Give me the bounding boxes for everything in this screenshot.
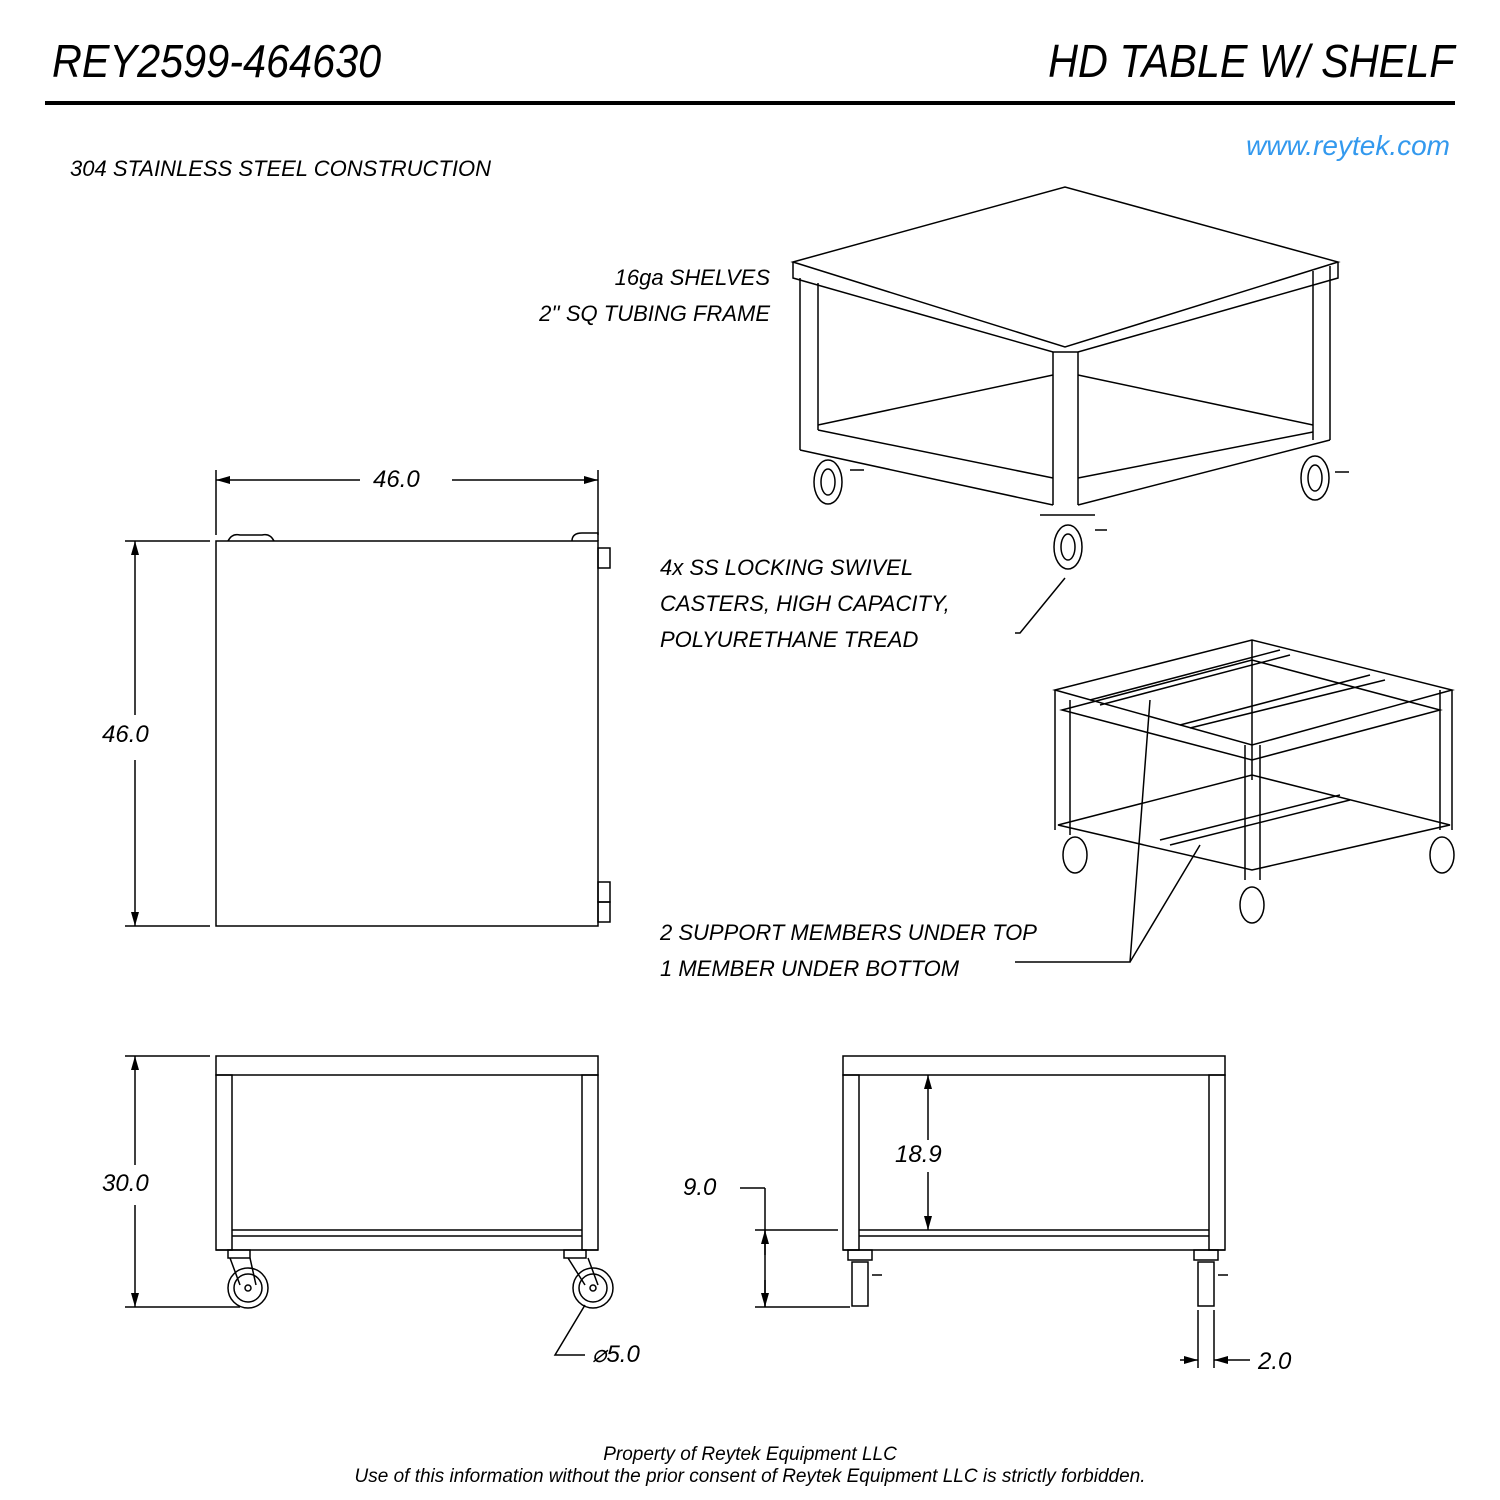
top-view — [125, 470, 611, 927]
side-view — [740, 1055, 1250, 1368]
casters-note-line2: CASTERS, HIGH CAPACITY, — [660, 591, 950, 616]
front-view — [125, 1055, 614, 1356]
material-note: 304 STAINLESS STEEL CONSTRUCTION — [70, 156, 491, 181]
dim-height: 30.0 — [102, 1170, 149, 1197]
dim-caster-diameter-value: 5.0 — [606, 1341, 640, 1368]
isometric-table — [790, 186, 1349, 634]
drawing-title: HD TABLE W/ SHELF — [1048, 35, 1455, 87]
isometric-frame — [1015, 639, 1455, 963]
footer-disclaimer: Use of this information without the prio… — [354, 1466, 1146, 1487]
dim-top-depth: 46.0 — [102, 721, 149, 748]
casters-note-line3: POLYURETHANE TREAD — [660, 627, 919, 652]
shelves-note: 16ga SHELVES — [614, 265, 770, 290]
dim-caster-width: 2.0 — [1258, 1348, 1292, 1375]
dim-shelf-clearance: 18.9 — [895, 1141, 942, 1168]
casters-note-line1: 4x SS LOCKING SWIVEL — [660, 555, 914, 580]
part-number: REY2599-464630 — [52, 35, 382, 87]
supports-note-line2: 1 MEMBER UNDER BOTTOM — [660, 956, 960, 981]
dim-top-width: 46.0 — [373, 466, 420, 493]
frame-note: 2'' SQ TUBING FRAME — [539, 301, 770, 326]
diameter-symbol: ⌀ — [592, 1341, 607, 1368]
dim-shelf-height: 9.0 — [683, 1174, 717, 1201]
footer-property: Property of Reytek Equipment LLC — [603, 1444, 897, 1465]
dim-caster-diameter: ⌀5.0 — [592, 1343, 640, 1367]
website-link[interactable]: www.reytek.com — [1246, 130, 1450, 161]
supports-note-line1: 2 SUPPORT MEMBERS UNDER TOP — [660, 920, 1037, 945]
